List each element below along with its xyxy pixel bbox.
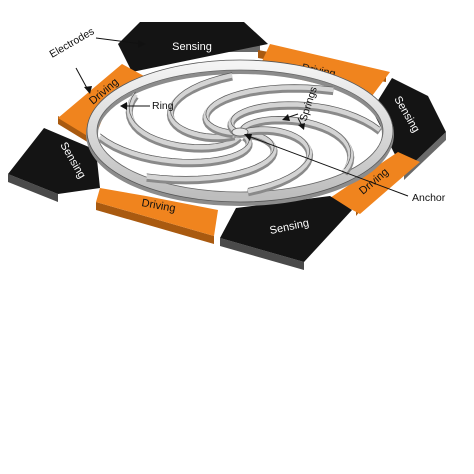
anchor bbox=[231, 127, 249, 138]
spring-edge bbox=[99, 132, 250, 160]
ring-callout: Ring bbox=[120, 100, 174, 112]
spring bbox=[146, 130, 277, 182]
anchor-callout: Anchor bbox=[244, 134, 446, 204]
electrodes-callout-label: Electrodes bbox=[48, 25, 97, 60]
sensing-electrode-top: Sensing bbox=[118, 22, 268, 72]
spring-edge bbox=[170, 72, 235, 135]
spring bbox=[126, 93, 242, 150]
springs-group bbox=[98, 72, 382, 197]
spring-edge bbox=[245, 126, 310, 189]
driving-label: Driving bbox=[141, 197, 177, 215]
spring bbox=[245, 126, 313, 194]
spring bbox=[203, 84, 334, 136]
sensing-electrode-right: Sensing bbox=[372, 78, 446, 180]
spring-edge bbox=[240, 116, 352, 170]
driving-electrode-bottom: Driving bbox=[96, 188, 218, 244]
spring bbox=[98, 133, 252, 165]
sensing-electrode-bottom-right: Sensing bbox=[220, 196, 352, 270]
spring-edge bbox=[146, 130, 275, 177]
spring-edge bbox=[230, 101, 381, 129]
ring-callout-label: Ring bbox=[152, 100, 174, 112]
ring-structure bbox=[86, 59, 394, 206]
sensing-label: Sensing bbox=[172, 41, 212, 53]
spring bbox=[167, 72, 235, 140]
spring-edge bbox=[205, 84, 334, 131]
anchor-callout-label: Anchor bbox=[412, 192, 446, 204]
sensing-electrode-left: Sensing bbox=[8, 128, 100, 202]
